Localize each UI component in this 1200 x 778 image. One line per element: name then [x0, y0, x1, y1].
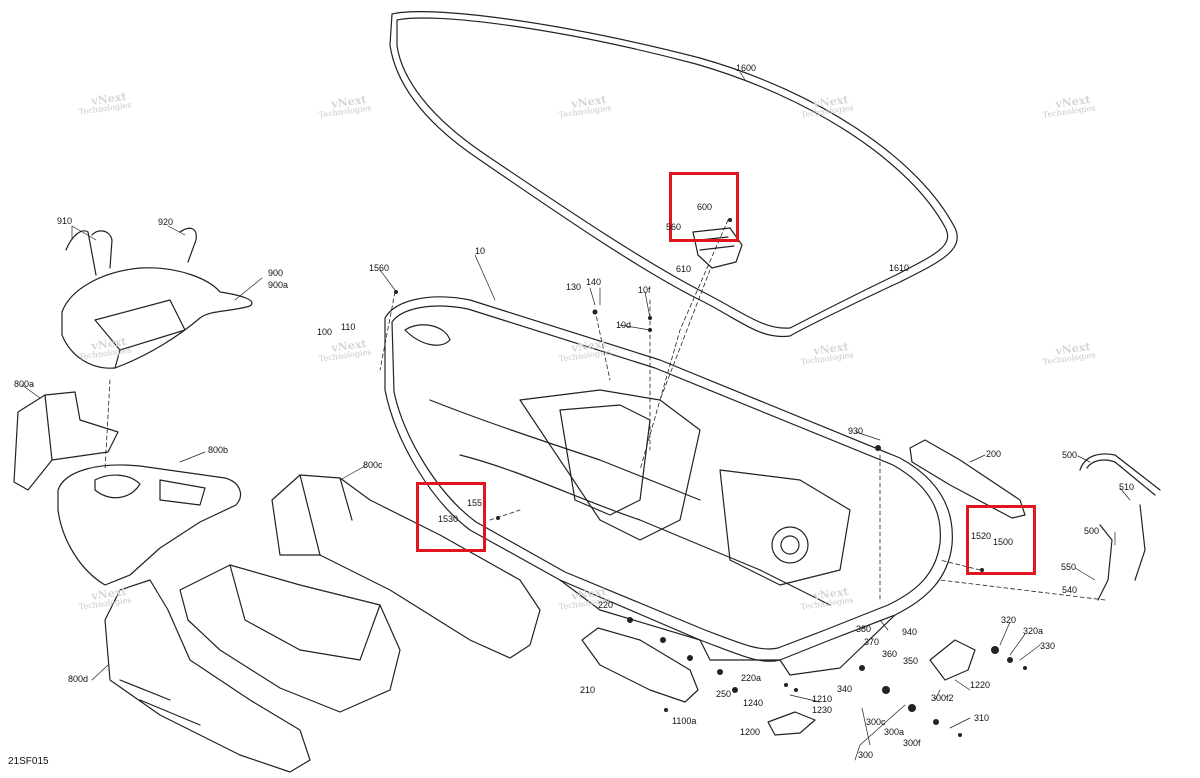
callout-130[interactable]: 130 [566, 282, 582, 292]
callout-540[interactable]: 540 [1062, 585, 1078, 595]
callout-550[interactable]: 550 [1061, 562, 1077, 572]
callout-1200[interactable]: 1200 [740, 727, 761, 737]
part-10-hull [384, 296, 953, 676]
callout-610[interactable]: 610 [676, 264, 692, 274]
callout-510[interactable]: 510 [1119, 482, 1135, 492]
callout-220[interactable]: 220 [598, 600, 614, 610]
part-900-glove-box [61, 227, 253, 369]
callout-900a[interactable]: 900a [268, 280, 289, 290]
part-800d-liner [104, 579, 311, 773]
callout-210[interactable]: 210 [580, 685, 596, 695]
callout-1100a[interactable]: 1100a [672, 716, 697, 726]
callout-1520[interactable]: 1520 [971, 531, 992, 541]
callout-leaders [21, 71, 1131, 761]
callout-200[interactable]: 200 [986, 449, 1002, 459]
highlight-box-600 [669, 172, 739, 242]
callout-500-upper[interactable]: 500 [1062, 450, 1078, 460]
hardware-dots [394, 218, 1027, 737]
callout-1560[interactable]: 1560 [369, 263, 390, 273]
part-1220-grate [929, 639, 976, 681]
callout-300a[interactable]: 300a [884, 727, 905, 737]
part-800a-panel [13, 391, 119, 491]
callout-310[interactable]: 310 [974, 713, 990, 723]
part-foam-block [179, 564, 401, 713]
callout-100[interactable]: 100 [317, 327, 333, 337]
callout-370[interactable]: 370 [864, 637, 880, 647]
callout-10f[interactable]: 10f [638, 285, 651, 295]
callout-800b[interactable]: 800b [208, 445, 229, 455]
callout-320a[interactable]: 320a [1023, 626, 1044, 636]
callout-800c[interactable]: 800c [363, 460, 383, 470]
part-200-plate [909, 439, 1026, 519]
callout-10d[interactable]: 10d [616, 320, 632, 330]
callout-1220[interactable]: 1220 [970, 680, 991, 690]
callout-1500[interactable]: 1500 [993, 537, 1014, 547]
callout-300[interactable]: 300 [858, 750, 874, 760]
callout-300c[interactable]: 300c [866, 717, 886, 727]
callout-940[interactable]: 940 [902, 627, 918, 637]
part-800c-liner [271, 474, 541, 659]
callout-350[interactable]: 350 [903, 656, 919, 666]
callout-250[interactable]: 250 [716, 689, 732, 699]
callout-380[interactable]: 380 [856, 624, 872, 634]
callout-1600[interactable]: 1600 [736, 63, 757, 73]
callout-155[interactable]: 155 [467, 498, 483, 508]
part-500-handle [1079, 453, 1161, 601]
callout-800a[interactable]: 800a [14, 379, 35, 389]
callout-1240[interactable]: 1240 [743, 698, 764, 708]
callout-1610[interactable]: 1610 [889, 263, 910, 273]
part-210-sponson [581, 627, 699, 703]
callout-900[interactable]: 900 [268, 268, 284, 278]
part-1200-plate [767, 711, 816, 736]
leader-lines [104, 219, 1106, 601]
drawing-code: 21SF015 [8, 756, 49, 767]
callout-340[interactable]: 340 [837, 684, 853, 694]
callout-320[interactable]: 320 [1001, 615, 1017, 625]
callout-500-lower[interactable]: 500 [1084, 526, 1100, 536]
callout-110[interactable]: 110 [341, 322, 356, 332]
part-800b-liner [57, 464, 242, 586]
callout-360[interactable]: 360 [882, 649, 898, 659]
callout-600[interactable]: 600 [697, 202, 713, 212]
callout-1210[interactable]: 1210 [812, 694, 833, 704]
callout-140[interactable]: 140 [586, 277, 602, 287]
part-1600-gasket [389, 11, 958, 338]
callout-300f2[interactable]: 300f2 [931, 693, 954, 703]
highlight-box-1530 [416, 482, 486, 552]
callout-800d[interactable]: 800d [68, 674, 89, 684]
callout-910[interactable]: 910 [57, 216, 73, 226]
callout-10[interactable]: 10 [475, 246, 486, 256]
callout-930[interactable]: 930 [848, 426, 864, 436]
callout-300f[interactable]: 300f [903, 738, 921, 748]
highlight-box-1500 [966, 505, 1036, 575]
callout-560[interactable]: 560 [666, 222, 682, 232]
callout-1530[interactable]: 1530 [438, 514, 459, 524]
callout-1230[interactable]: 1230 [812, 705, 833, 715]
callout-220a[interactable]: 220a [741, 673, 762, 683]
callout-920[interactable]: 920 [158, 217, 174, 227]
callout-330[interactable]: 330 [1040, 641, 1056, 651]
